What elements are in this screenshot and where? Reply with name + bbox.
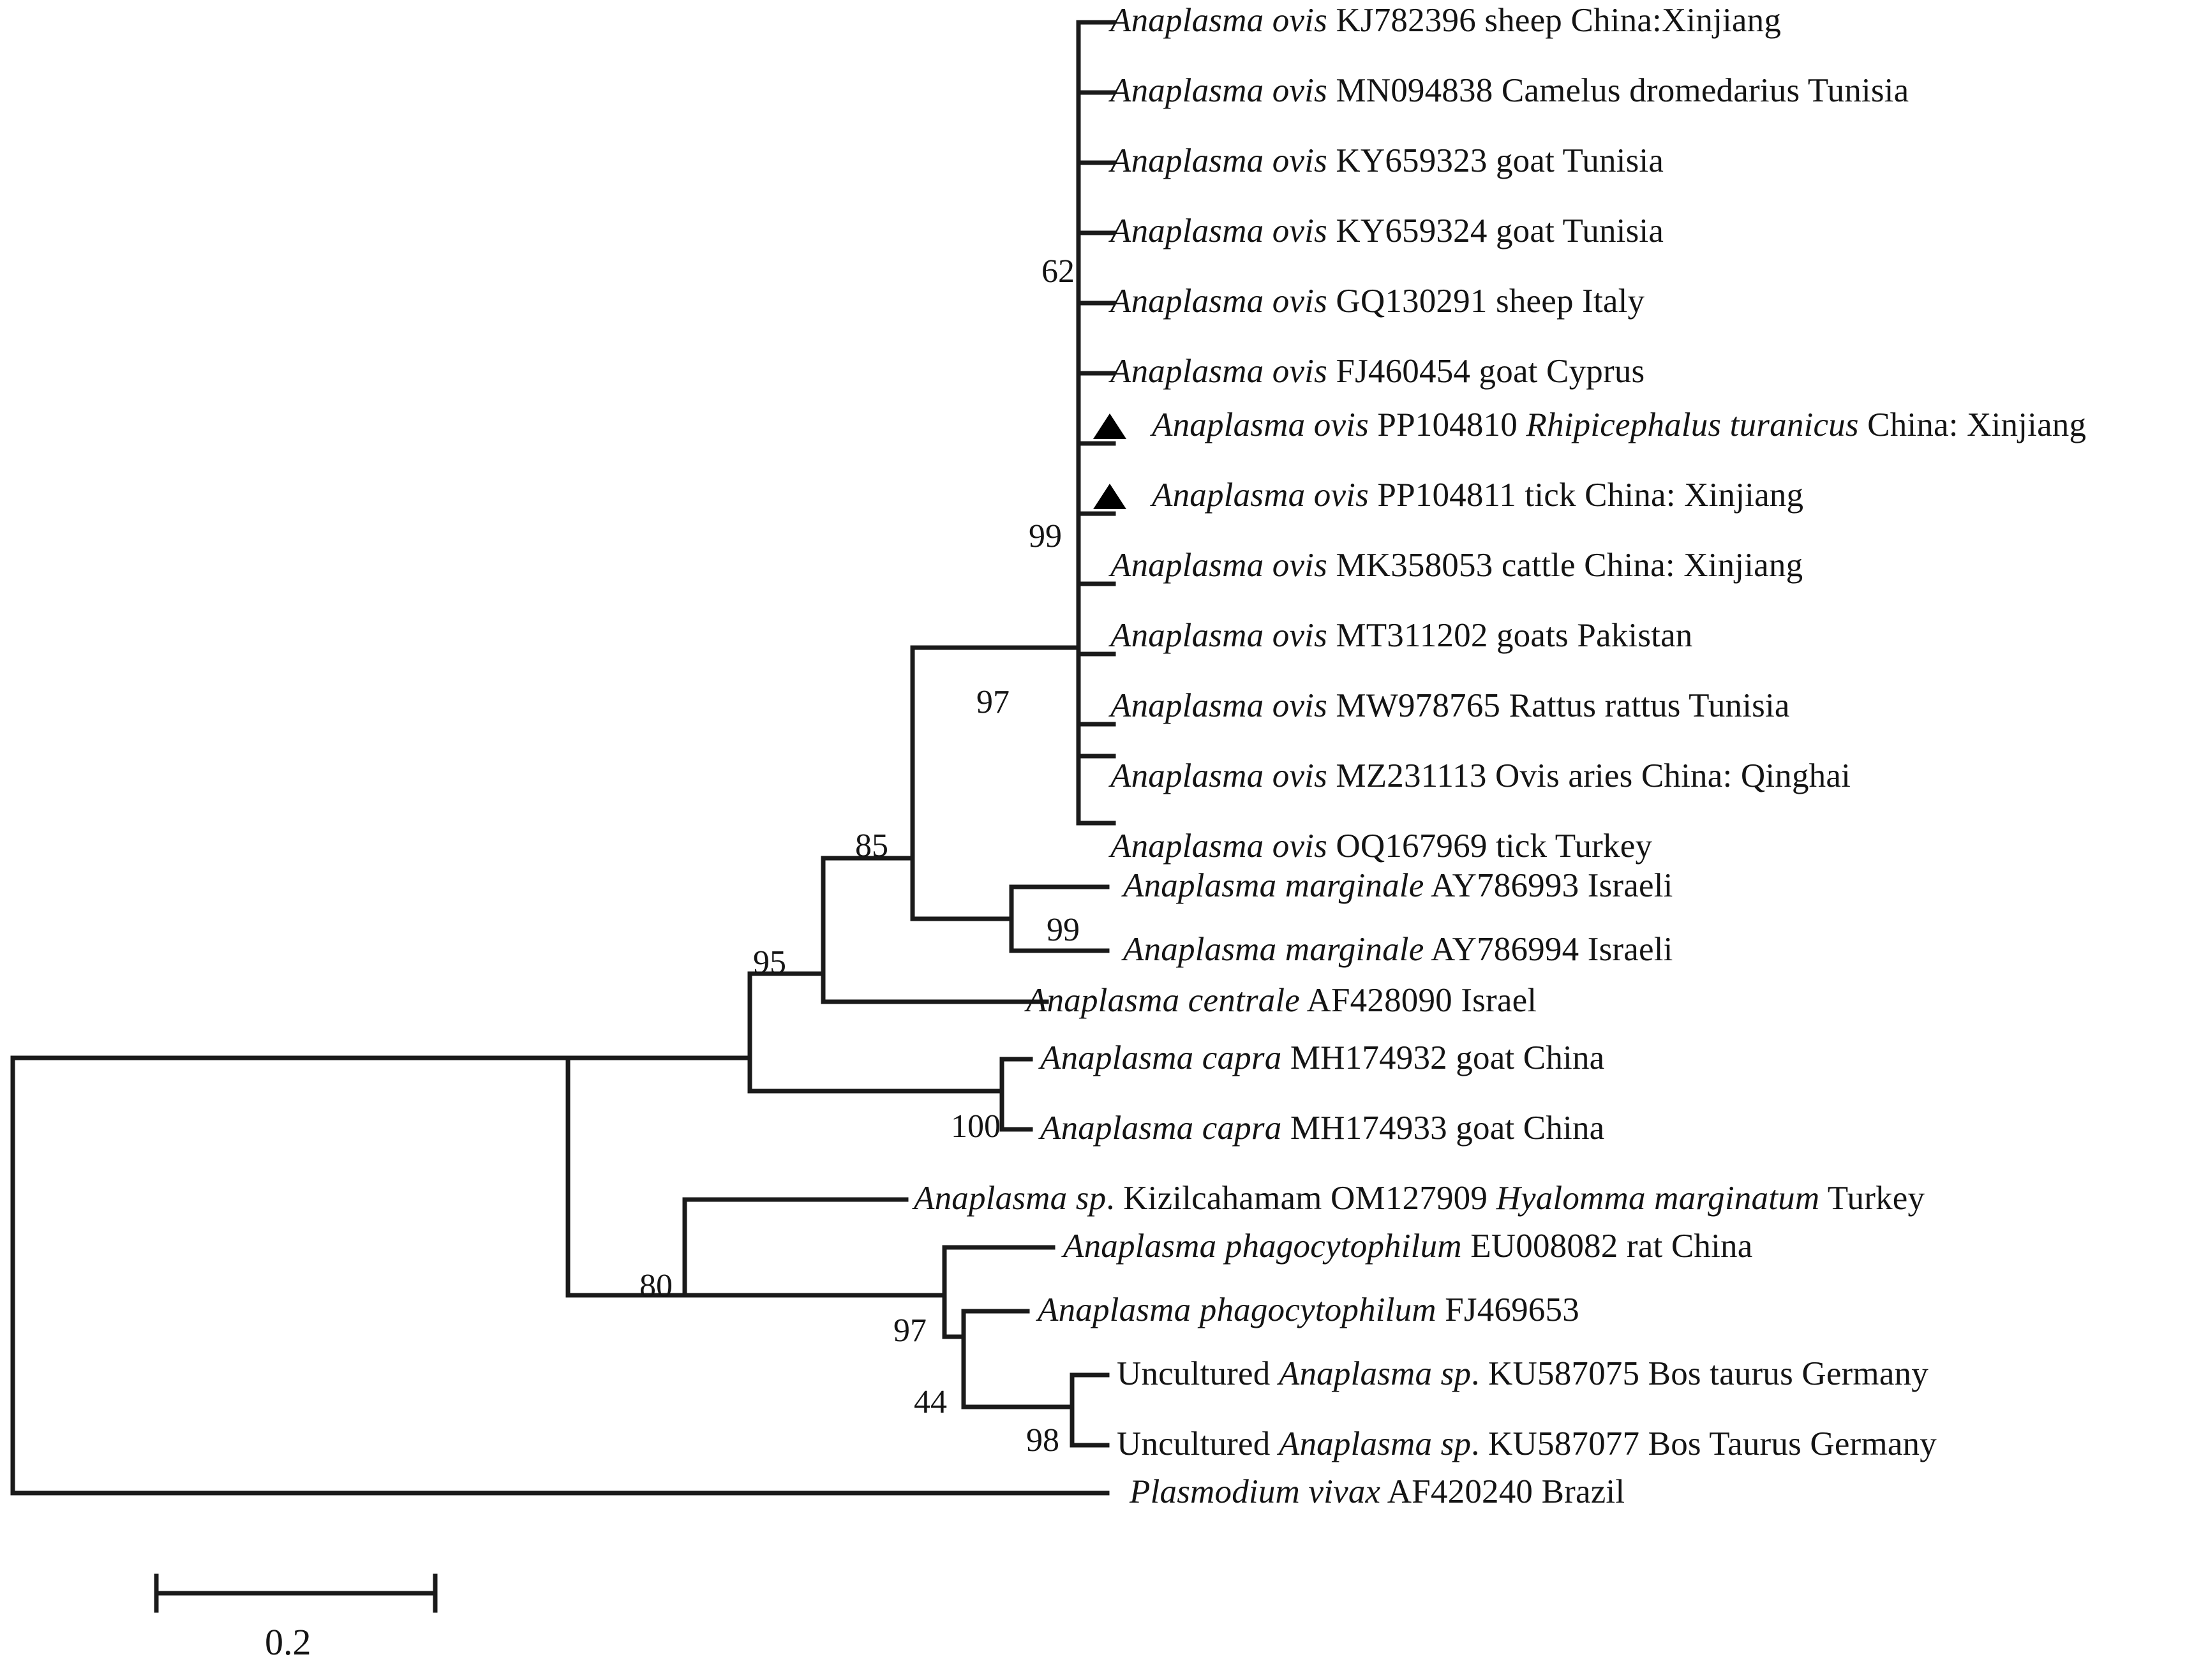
taxon-name-roman: Turkey xyxy=(1819,1180,1925,1217)
taxon-name-italic: Anaplasma ovis xyxy=(1110,2,1327,39)
taxon-label: Anaplasma ovis KY659324 goat Tunisia xyxy=(1110,214,1664,248)
taxon-label: Anaplasma marginale AY786993 Israeli xyxy=(1123,869,1673,903)
taxon-name-italic: Anaplasma marginale xyxy=(1123,931,1424,968)
taxon-name-roman: KY659323 goat Tunisia xyxy=(1327,142,1664,179)
taxon-name-roman: China: Xinjiang xyxy=(1858,406,2087,443)
taxon-name-roman: EU008082 rat China xyxy=(1461,1228,1753,1265)
taxon-name-roman: GQ130291 sheep Italy xyxy=(1327,283,1645,320)
taxon-label: Anaplasma centrale AF428090 Israel xyxy=(1026,984,1537,1018)
taxon-label: Anaplasma ovis KY659323 goat Tunisia xyxy=(1110,144,1664,178)
taxon-name-italic: Plasmodium vivax xyxy=(1130,1473,1381,1510)
taxon-name-italic: Rhipicephalus turanicus xyxy=(1526,406,1859,443)
bootstrap-value: 99 xyxy=(1047,912,1080,948)
taxon-name-italic: Anaplasma ovis xyxy=(1110,212,1327,249)
taxon-name-roman: MK358053 cattle China: Xinjiang xyxy=(1327,547,1803,584)
taxon-name-italic: Anaplasma sp xyxy=(1278,1355,1472,1392)
taxon-name-italic: Anaplasma ovis xyxy=(1110,757,1327,794)
taxon-name-roman: AY786994 Israeli xyxy=(1424,931,1673,968)
taxon-name-roman: . KU587077 Bos Taurus Germany xyxy=(1471,1425,1937,1462)
taxon-name-italic: Anaplasma ovis xyxy=(1110,142,1327,179)
taxon-label: Anaplasma ovis MN094838 Camelus dromedar… xyxy=(1110,74,1909,108)
taxon-name-italic: Anaplasma ovis xyxy=(1110,283,1327,320)
taxon-label: Anaplasma ovis OQ167969 tick Turkey xyxy=(1110,829,1652,863)
bootstrap-value: 62 xyxy=(1041,253,1075,290)
taxon-label: Anaplasma marginale AY786994 Israeli xyxy=(1123,933,1673,967)
taxon-label: Anaplasma ovis FJ460454 goat Cyprus xyxy=(1110,355,1645,389)
scale-bar-label: 0.2 xyxy=(265,1621,311,1663)
taxon-name-italic: Anaplasma ovis xyxy=(1152,406,1369,443)
taxon-label-highlighted: Anaplasma ovis PP104811 tick China: Xinj… xyxy=(1152,479,1803,512)
taxon-name-italic: Anaplasma capra xyxy=(1040,1039,1282,1076)
taxon-name-italic: Anaplasma ovis xyxy=(1152,477,1369,514)
bootstrap-value: 99 xyxy=(1029,518,1062,554)
taxon-name-roman: Uncultured xyxy=(1117,1425,1279,1462)
bootstrap-value: 95 xyxy=(753,944,786,981)
bootstrap-value: 97 xyxy=(976,684,1010,720)
taxon-name-roman: MW978765 Rattus rattus Tunisia xyxy=(1327,687,1790,724)
taxon-label: Anaplasma ovis MT311202 goats Pakistan xyxy=(1110,619,1693,653)
highlight-triangle-icon xyxy=(1093,484,1126,509)
taxon-name-italic: Anaplasma sp xyxy=(1278,1425,1472,1462)
taxon-name-roman: MZ231113 Ovis aries China: Qinghai xyxy=(1327,757,1851,794)
taxon-name-roman: FJ469653 xyxy=(1436,1291,1579,1328)
taxon-name-roman: . Kizilcahamam OM127909 xyxy=(1106,1180,1496,1217)
taxon-label: Anaplasma ovis MW978765 Rattus rattus Tu… xyxy=(1110,689,1790,723)
taxon-label: Plasmodium vivax AF420240 Brazil xyxy=(1130,1475,1625,1509)
taxon-name-roman: KJ782396 sheep China:Xinjiang xyxy=(1327,2,1782,39)
taxon-label: Uncultured Anaplasma sp. KU587075 Bos ta… xyxy=(1117,1357,1928,1391)
taxon-name-italic: Anaplasma ovis xyxy=(1110,687,1327,724)
taxon-name-italic: Anaplasma ovis xyxy=(1110,617,1327,654)
taxon-name-italic: Hyalomma marginatum xyxy=(1496,1180,1820,1217)
taxon-label: Uncultured Anaplasma sp. KU587077 Bos Ta… xyxy=(1117,1427,1937,1461)
taxon-name-italic: Anaplasma phagocytophilum xyxy=(1063,1228,1462,1265)
bootstrap-value: 44 xyxy=(914,1384,947,1420)
bootstrap-value: 80 xyxy=(639,1268,673,1304)
taxon-label: Anaplasma ovis MK358053 cattle China: Xi… xyxy=(1110,549,1803,583)
taxon-name-roman: MH174933 goat China xyxy=(1281,1110,1605,1147)
taxon-name-roman: Uncultured xyxy=(1117,1355,1279,1392)
taxon-name-roman: PP104811 tick China: Xinjiang xyxy=(1368,477,1804,514)
taxon-label: Anaplasma ovis GQ130291 sheep Italy xyxy=(1110,285,1645,318)
taxon-name-italic: Anaplasma phagocytophilum xyxy=(1038,1291,1436,1328)
taxon-name-italic: Anaplasma sp xyxy=(914,1180,1107,1217)
taxon-name-roman: MH174932 goat China xyxy=(1281,1039,1605,1076)
taxon-name-roman: PP104810 xyxy=(1368,406,1526,443)
taxon-name-italic: Anaplasma ovis xyxy=(1110,353,1327,390)
taxon-name-italic: Anaplasma ovis xyxy=(1110,72,1327,109)
taxon-name-roman: AY786993 Israeli xyxy=(1424,867,1673,904)
bootstrap-value: 100 xyxy=(951,1108,1001,1145)
taxon-name-roman: AF428090 Israel xyxy=(1300,982,1537,1019)
taxon-label: Anaplasma phagocytophilum EU008082 rat C… xyxy=(1063,1230,1752,1263)
taxon-name-roman: . KU587075 Bos taurus Germany xyxy=(1471,1355,1928,1392)
taxon-label: Anaplasma sp. Kizilcahamam OM127909 Hyal… xyxy=(914,1182,1925,1215)
taxon-name-italic: Anaplasma ovis xyxy=(1110,828,1327,865)
taxon-name-italic: Anaplasma capra xyxy=(1040,1110,1282,1147)
highlight-triangle-icon xyxy=(1093,413,1126,439)
taxon-label: Anaplasma capra MH174932 goat China xyxy=(1040,1041,1604,1075)
taxon-name-italic: Anaplasma marginale xyxy=(1123,867,1424,904)
taxon-name-roman: OQ167969 tick Turkey xyxy=(1327,828,1653,865)
taxon-label-highlighted: Anaplasma ovis PP104810 Rhipicephalus tu… xyxy=(1152,408,2086,442)
taxon-name-roman: MT311202 goats Pakistan xyxy=(1327,617,1693,654)
bootstrap-value: 98 xyxy=(1026,1422,1059,1459)
taxon-name-roman: KY659324 goat Tunisia xyxy=(1327,212,1664,249)
taxon-label: Anaplasma capra MH174933 goat China xyxy=(1040,1111,1604,1145)
bootstrap-value: 85 xyxy=(855,828,888,864)
taxon-label: Anaplasma phagocytophilum FJ469653 xyxy=(1038,1293,1579,1327)
taxon-label: Anaplasma ovis KJ782396 sheep China:Xinj… xyxy=(1110,4,1781,38)
taxon-name-roman: FJ460454 goat Cyprus xyxy=(1327,353,1645,390)
taxon-name-roman: AF420240 Brazil xyxy=(1380,1473,1625,1510)
taxon-name-roman: MN094838 Camelus dromedarius Tunisia xyxy=(1327,72,1909,109)
taxon-name-italic: Anaplasma ovis xyxy=(1110,547,1327,584)
bootstrap-value: 97 xyxy=(893,1312,927,1349)
taxon-label: Anaplasma ovis MZ231113 Ovis aries China… xyxy=(1110,759,1851,793)
taxon-name-italic: Anaplasma centrale xyxy=(1026,982,1300,1019)
